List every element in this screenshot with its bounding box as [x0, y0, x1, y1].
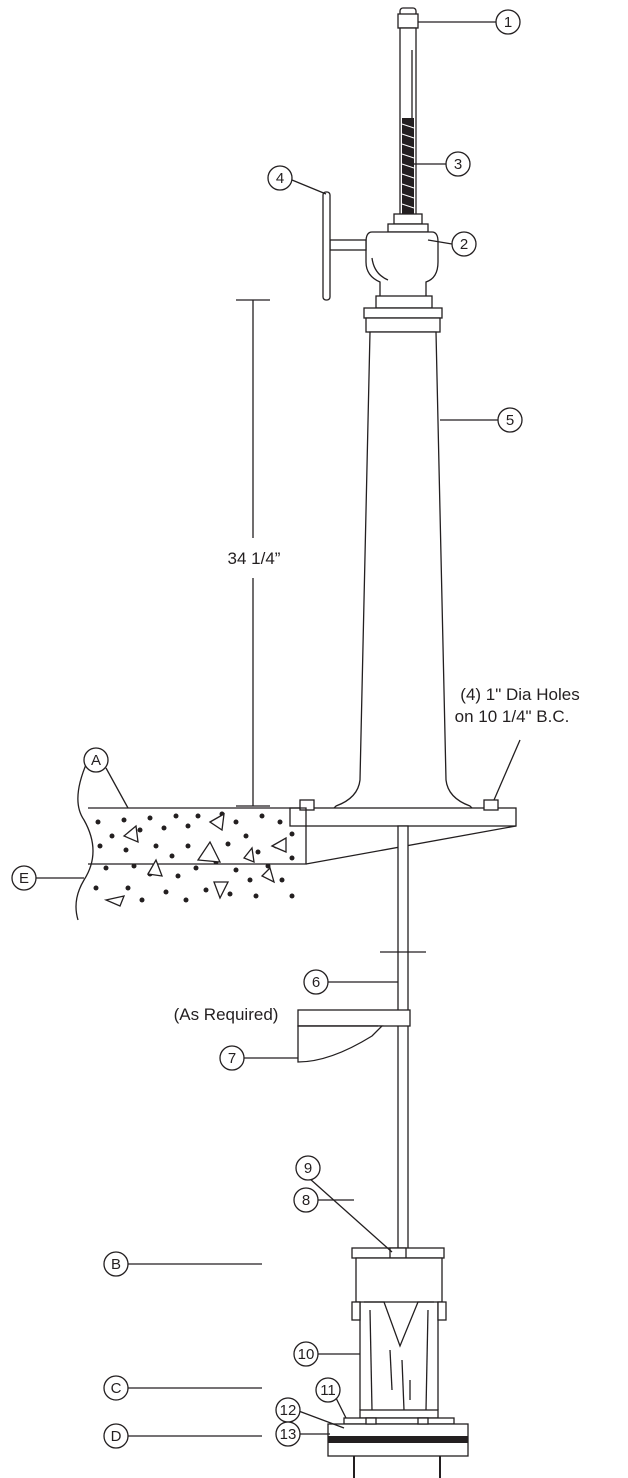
leader-lines [36, 21, 521, 1437]
concrete-floor [75, 759, 517, 921]
height-dimension [236, 299, 270, 807]
svg-text:10: 10 [298, 1346, 315, 1363]
svg-text:1: 1 [504, 14, 512, 31]
pipe [353, 1456, 441, 1478]
callout-4: 4 [267, 165, 293, 191]
stem-guide-bracket [297, 1009, 411, 1063]
callout-C: C [103, 1375, 129, 1401]
svg-text:7: 7 [228, 1050, 236, 1067]
aggregate-pattern [93, 811, 295, 907]
svg-text:C: C [111, 1380, 122, 1397]
callout-8: 8 [293, 1187, 319, 1213]
svg-text:13: 13 [280, 1426, 297, 1443]
svg-text:8: 8 [302, 1192, 310, 1209]
svg-text:12: 12 [280, 1402, 297, 1419]
extension-stem [380, 825, 426, 1251]
svg-text:11: 11 [320, 1382, 336, 1399]
callout-7: 7 [219, 1045, 245, 1071]
callout-12: 12 [275, 1397, 301, 1423]
holes-note-line1: (4) 1" Dia Holes [460, 685, 579, 704]
svg-text:B: B [111, 1256, 121, 1273]
svg-text:E: E [19, 870, 29, 887]
pipe-flange [327, 1417, 469, 1457]
svg-text:A: A [91, 752, 101, 769]
svg-text:4: 4 [276, 170, 284, 187]
callout-5: 5 [497, 407, 523, 433]
svg-text:6: 6 [312, 974, 320, 991]
callout-E: E [11, 865, 37, 891]
callout-6: 6 [303, 969, 329, 995]
as-required-note: (As Required) [174, 1005, 279, 1024]
holes-note-line2: on 10 1/4" B.C. [455, 707, 570, 726]
callout-2: 2 [451, 231, 477, 257]
svg-text:2: 2 [460, 236, 468, 253]
indicator-stem [397, 7, 419, 225]
svg-text:D: D [111, 1428, 122, 1445]
svg-text:3: 3 [454, 156, 462, 173]
callout-D: D [103, 1423, 129, 1449]
dimension-label: 34 1/4” [228, 549, 281, 568]
svg-text:9: 9 [304, 1160, 312, 1177]
stem-adapter [351, 1247, 447, 1419]
callout-1: 1 [495, 9, 521, 35]
callout-A: A [83, 747, 109, 773]
operator-housing [322, 191, 439, 309]
callout-13: 13 [275, 1421, 301, 1447]
svg-text:5: 5 [506, 412, 514, 429]
callout-11: 11 [315, 1377, 341, 1403]
callout-3: 3 [445, 151, 471, 177]
callout-9: 9 [295, 1155, 321, 1181]
callout-10: 10 [293, 1341, 319, 1367]
floor-stand-pedestal [289, 307, 517, 827]
callout-B: B [103, 1251, 129, 1277]
